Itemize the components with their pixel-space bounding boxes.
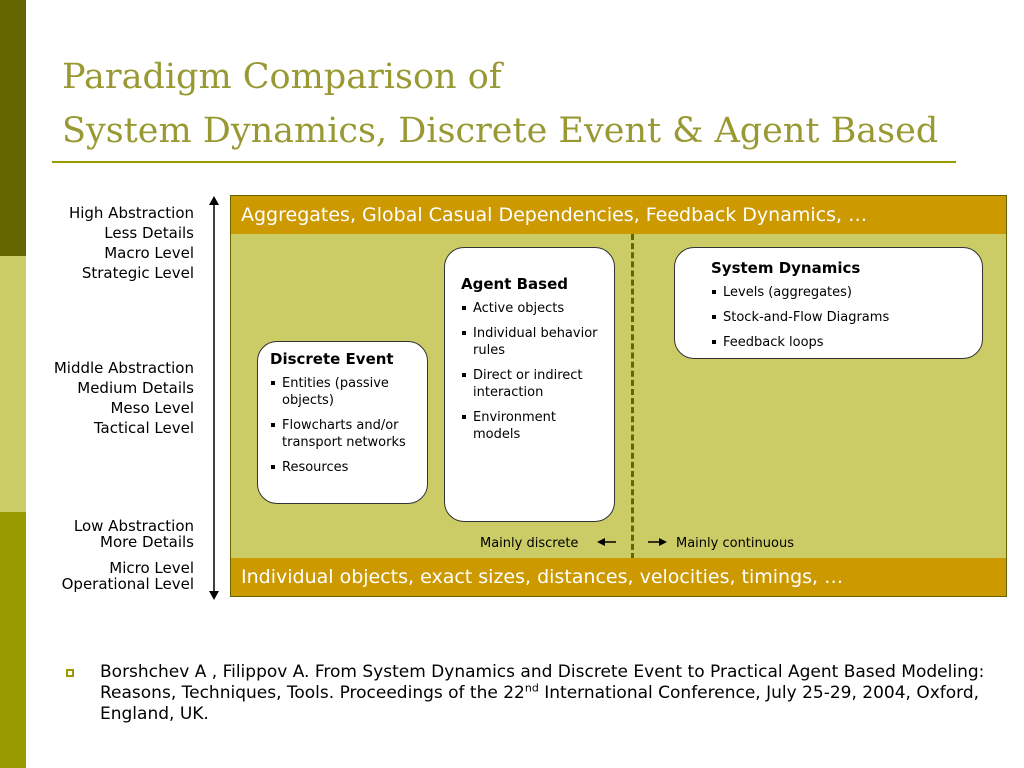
arrow-left-icon bbox=[597, 538, 616, 546]
title-line-2: System Dynamics, Discrete Event & Agent … bbox=[62, 111, 939, 151]
system-dynamics-list: Levels (aggregates) Stock-and-Flow Diagr… bbox=[711, 284, 972, 351]
discrete-event-box: Discrete Event Entities (passive objects… bbox=[257, 341, 428, 504]
level-label: High Abstraction bbox=[68, 204, 194, 222]
level-label: Operational Level bbox=[61, 575, 194, 593]
level-low: Low Abstraction More Details Micro Level… bbox=[62, 516, 194, 594]
level-label: Meso Level bbox=[110, 399, 194, 417]
discrete-event-title: Discrete Event bbox=[270, 350, 394, 368]
list-item: Direct or indirect interaction bbox=[461, 367, 604, 401]
list-item: Entities (passive objects) bbox=[270, 375, 417, 409]
discrete-continuous-divider bbox=[631, 234, 634, 559]
agent-based-box: Agent Based Active objects Individual be… bbox=[444, 247, 615, 522]
list-item: Flowcharts and/or transport networks bbox=[270, 417, 417, 451]
mainly-discrete-label: Mainly discrete bbox=[480, 536, 579, 551]
agent-based-title: Agent Based bbox=[461, 275, 568, 293]
list-item: Feedback loops bbox=[711, 334, 972, 351]
system-dynamics-title: System Dynamics bbox=[711, 259, 861, 277]
slide-title: Paradigm Comparison of System Dynamics, … bbox=[62, 50, 962, 158]
reference-citation: Borshchev A , Filippov A. From System Dy… bbox=[100, 662, 1010, 725]
bullet-icon bbox=[66, 669, 74, 677]
level-label: Less Details bbox=[104, 224, 194, 242]
list-item: Levels (aggregates) bbox=[711, 284, 972, 301]
level-label: Micro Level bbox=[109, 559, 194, 577]
decorative-stripe-middle bbox=[0, 256, 26, 512]
reference-superscript: nd bbox=[524, 681, 539, 695]
list-item: Resources bbox=[270, 459, 417, 476]
list-item: Active objects bbox=[461, 300, 604, 317]
level-label: Low Abstraction bbox=[73, 517, 194, 535]
decorative-stripe-top bbox=[0, 0, 26, 256]
individual-objects-band: Individual objects, exact sizes, distanc… bbox=[231, 558, 1006, 596]
level-label: Medium Details bbox=[77, 379, 194, 397]
list-item: Stock-and-Flow Diagrams bbox=[711, 309, 972, 326]
level-high: High Abstraction Less Details Macro Leve… bbox=[69, 203, 194, 283]
title-line-1: Paradigm Comparison of bbox=[62, 57, 502, 97]
agent-based-list: Active objects Individual behavior rules… bbox=[461, 300, 604, 443]
list-item: Environment models bbox=[461, 409, 604, 443]
title-divider bbox=[52, 161, 956, 163]
reference-text: Borshchev A , Filippov A. From System Dy… bbox=[100, 662, 985, 703]
level-middle: Middle Abstraction Medium Details Meso L… bbox=[54, 358, 194, 438]
mainly-continuous-label: Mainly continuous bbox=[676, 536, 794, 551]
level-label: Strategic Level bbox=[81, 264, 194, 282]
decorative-stripe-bottom bbox=[0, 512, 26, 768]
level-label: Middle Abstraction bbox=[53, 359, 194, 377]
reference-text-end: International Conference, July 25-29, 20… bbox=[100, 683, 980, 724]
level-label: Tactical Level bbox=[93, 419, 194, 437]
list-item: Individual behavior rules bbox=[461, 325, 604, 359]
abstraction-double-arrow-icon bbox=[209, 196, 219, 600]
level-label: Macro Level bbox=[104, 244, 194, 262]
paradigm-diagram: Aggregates, Global Casual Dependencies, … bbox=[230, 195, 1007, 597]
system-dynamics-box: System Dynamics Levels (aggregates) Stoc… bbox=[674, 247, 983, 359]
discrete-event-list: Entities (passive objects) Flowcharts an… bbox=[270, 375, 417, 476]
aggregates-band: Aggregates, Global Casual Dependencies, … bbox=[231, 196, 1006, 234]
level-label: More Details bbox=[100, 533, 194, 551]
arrow-right-icon bbox=[648, 538, 667, 546]
